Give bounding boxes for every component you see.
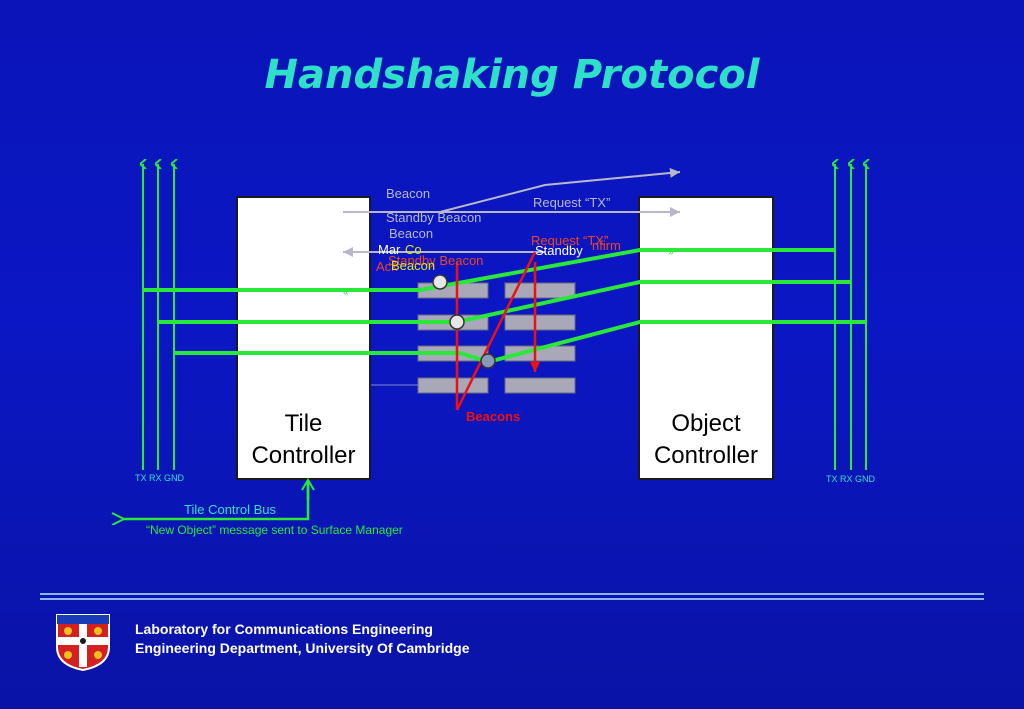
green-wires	[143, 248, 866, 365]
right-bus-label: TX RX GND	[826, 474, 876, 484]
right-bus-lines	[835, 164, 866, 470]
footer-department-name: Engineering Department, University Of Ca…	[135, 640, 470, 656]
beacon-arrows	[343, 167, 681, 257]
overlap-label-a: Mar	[378, 242, 401, 257]
beacon-label-2: Beacon	[389, 226, 434, 241]
tile-control-bus-label: Tile Control Bus	[184, 502, 276, 517]
new-object-message-label: “New Object” message sent to Surface Man…	[146, 523, 403, 537]
red-beacon-lines	[455, 251, 540, 411]
beacons-label: Beacons	[466, 409, 521, 424]
tile-controller-label: Tile Controller	[251, 410, 356, 469]
overlap-label-d: Standby	[535, 243, 583, 258]
overlap-label-c: nfirm	[592, 238, 621, 253]
object-controller-label: Object Controller	[653, 410, 759, 469]
object-controller-box: Object Controller	[638, 196, 774, 480]
request-tx-label-2: Request “TX”	[531, 233, 609, 248]
contact-points	[432, 274, 496, 369]
university-crest-icon	[56, 614, 110, 671]
standby-beacon-label-1: Standby Beacon	[386, 210, 482, 225]
beacon-label-1: Beacon	[386, 186, 431, 201]
standby-beacon-label-2: Standby Beacon	[388, 253, 484, 268]
left-bus-lines	[143, 164, 174, 470]
svg-text:»: »	[668, 247, 674, 258]
tile-control-bus	[122, 478, 315, 519]
footer-lab-name: Laboratory for Communications Engineerin…	[135, 621, 433, 637]
overlap-label-f: Beacon	[391, 258, 436, 273]
footer-divider-2	[40, 598, 984, 600]
overlap-label-e: Ack	[376, 259, 398, 274]
slide-title: Handshaking Protocol	[264, 52, 760, 98]
request-tx-label-1: Request “TX”	[533, 195, 611, 210]
svg-text:«: «	[343, 287, 349, 298]
tile-controller-box: Tile Controller	[236, 196, 371, 480]
left-bus-label: TX RX GND	[135, 473, 185, 483]
footer-divider-1	[40, 593, 984, 595]
overlap-label-b: Co	[405, 242, 422, 257]
